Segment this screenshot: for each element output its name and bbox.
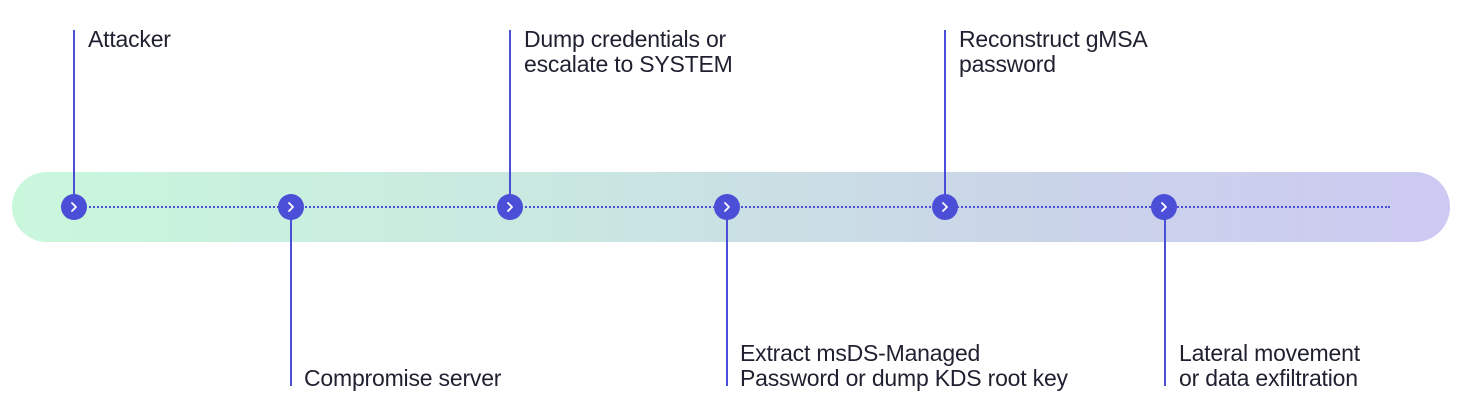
node-dump-credentials <box>497 194 523 220</box>
label-line: escalate to SYSTEM <box>524 51 733 77</box>
connector-lateral-movement <box>1164 206 1166 386</box>
connector-extract-password <box>726 206 728 386</box>
label-lateral-movement: Lateral movement or data exfiltration <box>1179 341 1360 391</box>
chevron-right-icon <box>71 202 77 212</box>
connector-reconstruct-password <box>944 30 946 206</box>
label-reconstruct-password: Reconstruct gMSA password <box>959 27 1148 77</box>
node-compromise-server <box>278 194 304 220</box>
node-attacker <box>61 194 87 220</box>
label-line: Password or dump KDS root key <box>740 365 1068 391</box>
node-lateral-movement <box>1151 194 1177 220</box>
label-extract-password: Extract msDS-Managed Password or dump KD… <box>740 341 1068 391</box>
chevron-right-icon <box>288 202 294 212</box>
label-attacker: Attacker <box>88 27 171 52</box>
label-line: Dump credentials or <box>524 26 727 52</box>
label-line: Extract msDS-Managed <box>740 340 981 366</box>
label-line: Lateral movement <box>1179 340 1360 366</box>
label-line: Reconstruct gMSA <box>959 26 1148 52</box>
chevron-right-icon <box>507 202 513 212</box>
label-dump-credentials: Dump credentials or escalate to SYSTEM <box>524 27 733 77</box>
node-reconstruct-password <box>932 194 958 220</box>
chevron-right-icon <box>1161 202 1167 212</box>
label-line: or data exfiltration <box>1179 365 1358 391</box>
label-line: password <box>959 51 1056 77</box>
chevron-right-icon <box>724 202 730 212</box>
connector-attacker <box>73 30 75 206</box>
label-compromise-server: Compromise server <box>304 366 501 391</box>
label-line: Attacker <box>88 26 171 52</box>
node-extract-password <box>714 194 740 220</box>
connector-compromise-server <box>290 206 292 386</box>
chevron-right-icon <box>942 202 948 212</box>
label-line: Compromise server <box>304 365 502 391</box>
connector-dump-credentials <box>509 30 511 206</box>
